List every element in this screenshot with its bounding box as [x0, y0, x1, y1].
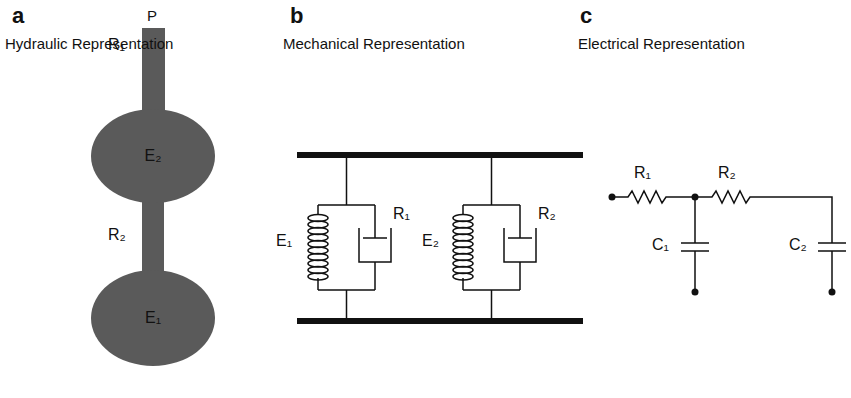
elastance-label: E₁ — [276, 232, 292, 250]
connecting-tube — [142, 201, 164, 272]
resistor-symbol — [612, 191, 695, 203]
terminal-dots — [609, 194, 836, 296]
dashpot-cup — [504, 228, 536, 290]
panel-title: Electrical Representation — [578, 36, 745, 53]
balloon-compartment: E₁ — [91, 270, 215, 366]
resistor-symbol — [695, 191, 832, 243]
resistance-label: R₁ — [393, 205, 410, 223]
dashpot-piston — [363, 205, 387, 238]
elastance-label: E₂ — [422, 232, 439, 250]
spring-coil — [453, 273, 473, 280]
spring-dashpot-units — [308, 158, 536, 318]
compartment-label: E₁ — [145, 309, 161, 327]
compartment-label: E₂ — [145, 147, 162, 165]
bottom-bar — [297, 318, 583, 324]
resistor-label: R₂ — [718, 164, 736, 182]
resistor-label: R₁ — [634, 164, 651, 182]
resistance-label: R₂ — [538, 205, 556, 223]
pressure-label: P — [147, 8, 157, 25]
dashpot-piston — [508, 205, 532, 238]
capacitor-label: C₁ — [652, 236, 669, 254]
panel-title: Mechanical Representation — [283, 36, 465, 53]
dashpot-cup — [359, 228, 391, 290]
panel-letter: b — [290, 4, 303, 28]
capacitor-label: C₂ — [789, 236, 807, 254]
panel-title: Hydraulic Representation — [5, 36, 173, 53]
spring-coil — [308, 273, 328, 280]
top-bar — [297, 152, 583, 158]
capacitor-symbol — [681, 197, 709, 292]
balloon-compartment: E₂ — [91, 109, 215, 203]
resistance-label: R₂ — [108, 226, 126, 244]
panel-letter: a — [12, 4, 24, 28]
resistance-label: R₁ — [108, 36, 125, 54]
capacitor-symbol — [818, 243, 846, 292]
circuit — [612, 191, 846, 292]
panel-letter: c — [580, 4, 592, 28]
